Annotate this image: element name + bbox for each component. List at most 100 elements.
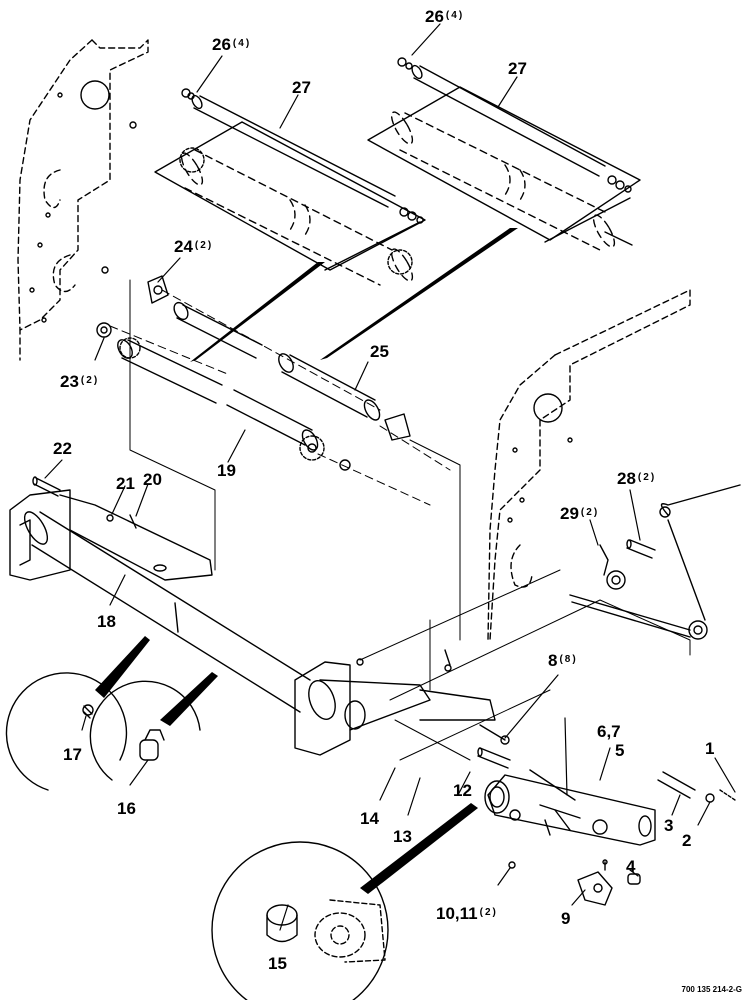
callout-number: 27: [508, 59, 527, 78]
bolt-6-7: [529, 769, 576, 836]
callout-13: 13: [393, 828, 412, 846]
upper-right-roll-dashed: [390, 111, 616, 251]
callout-quantity: (2): [479, 907, 498, 918]
left-side-sheet: [17, 39, 149, 361]
callout-number: 25: [370, 342, 389, 361]
leader-wedge-17: [95, 636, 150, 698]
bracket-9-4: [577, 859, 641, 906]
tube-right-end: [294, 649, 496, 756]
callout-number: 24: [174, 237, 193, 256]
callout-number: 26: [212, 35, 231, 54]
callout-16: 16: [117, 800, 136, 818]
callout-number: 21: [116, 474, 135, 493]
callout-number: 4: [626, 857, 636, 876]
callout-8: 8(8): [548, 652, 578, 670]
callout-29: 29(2): [560, 505, 599, 523]
callout-23: 23(2): [60, 373, 99, 391]
leader-wedge-right: [320, 228, 518, 360]
alignment-lines: [109, 289, 451, 506]
callout-number: 3: [664, 816, 674, 835]
callout-number: 29: [560, 504, 579, 523]
callout-15: 15: [268, 955, 287, 973]
callout-quantity: (4): [445, 10, 465, 21]
callout-number: 17: [63, 745, 82, 764]
callout-number: 22: [53, 439, 72, 458]
axle-tube: [9, 489, 311, 713]
nut-10-11: [508, 861, 516, 869]
callout-9: 9: [561, 910, 570, 928]
callout-17: 17: [63, 746, 82, 764]
pin-20: [129, 514, 137, 529]
callout-number: 12: [453, 781, 472, 800]
callout-number: 6,7: [597, 722, 621, 741]
callout-18: 18: [97, 613, 116, 631]
callout-number: 2: [682, 831, 692, 850]
callout-25: 25: [370, 343, 389, 361]
pin-1-3: [657, 771, 736, 803]
washer-21: [106, 514, 114, 522]
callout-4: 4: [626, 858, 635, 876]
washers-26-left: [181, 88, 424, 224]
leader-wedge-16: [160, 672, 218, 726]
document-id: 700 135 214-2-G: [681, 985, 743, 994]
callout-27-left: 27: [292, 79, 311, 97]
callout-number: 1: [705, 739, 715, 758]
callout-14: 14: [360, 810, 379, 828]
callout-26-left: 26(4): [212, 36, 251, 54]
callout-number: 15: [268, 954, 287, 973]
left-sheet-holes: [29, 80, 137, 323]
reference-lines: [129, 279, 691, 761]
leader-wedge-left: [190, 262, 325, 362]
callout-quantity: (8): [559, 654, 578, 665]
callout-2: 2: [682, 832, 691, 850]
callout-number: 13: [393, 827, 412, 846]
upper-left-sprockets: [179, 147, 413, 275]
callout-number: 27: [292, 78, 311, 97]
callout-24: 24(2): [174, 238, 213, 256]
callout-number: 28: [617, 469, 636, 488]
callout-quantity: (2): [80, 375, 100, 386]
washers-26-right: [397, 57, 632, 193]
detail-circle-16: [89, 680, 201, 781]
callout-number: 23: [60, 372, 79, 391]
arm-5: [484, 774, 656, 846]
callout-21: 21: [116, 475, 135, 493]
callout-number: 16: [117, 799, 136, 818]
callout-12: 12: [453, 782, 472, 800]
callout-1: 1: [705, 740, 714, 758]
bolt-22: [32, 476, 61, 497]
callout-number: 9: [561, 909, 571, 928]
callout-quantity: (4): [232, 38, 252, 49]
callout-3: 3: [664, 817, 673, 835]
callout-19: 19: [217, 462, 236, 480]
callout-22: 22: [53, 440, 72, 458]
callout-number: 10,11: [436, 904, 478, 923]
callout-27-right: 27: [508, 60, 527, 78]
upper-left-roll-panel: [154, 121, 426, 271]
callout-quantity: (2): [580, 507, 600, 518]
shaft-27-right: [411, 64, 633, 246]
shaft-12: [477, 747, 511, 769]
right-sheet-holes: [507, 393, 573, 523]
linkage-right: [569, 484, 741, 640]
leader-wedge-15: [360, 803, 478, 894]
detail-circle-15: [211, 841, 389, 1000]
callout-number: 20: [143, 470, 162, 489]
callout-quantity: (2): [194, 240, 214, 251]
right-side-sheet: [487, 289, 691, 641]
shaft-27-left: [191, 94, 396, 208]
callout-number: 5: [615, 741, 625, 760]
upper-right-roll-panel: [367, 86, 641, 243]
detail-circle-17: [5, 672, 128, 791]
callout-10-11: 10,11(2): [436, 905, 498, 923]
callout-number: 8: [548, 651, 558, 670]
callout-6-7: 6,7: [597, 723, 621, 741]
item-8: [479, 724, 510, 745]
callout-5: 5: [615, 742, 624, 760]
callout-number: 26: [425, 7, 444, 26]
callout-28: 28(2): [617, 470, 656, 488]
callout-leaders: [44, 23, 736, 931]
callout-20: 20: [143, 471, 162, 489]
